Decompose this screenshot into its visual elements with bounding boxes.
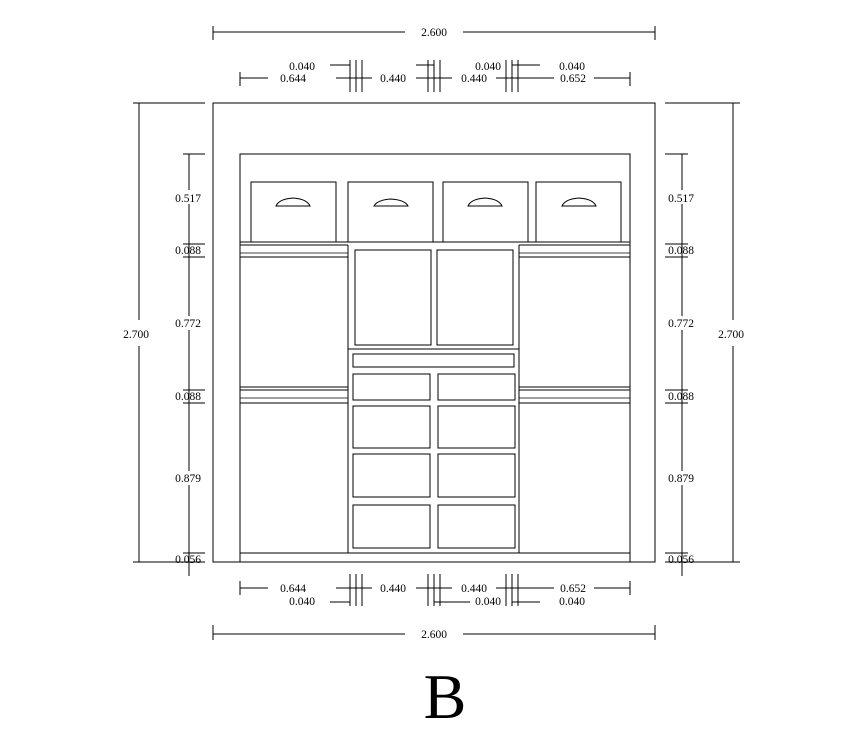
top-drawer-3 — [442, 181, 529, 243]
center-door-left — [354, 249, 432, 346]
bottom-lower-dim-2: 0.040 — [475, 596, 501, 608]
center-drawer-r2 — [437, 405, 516, 449]
left-dim-upper-section: 0.772 — [175, 318, 201, 330]
right-height-dimension: 2.700 — [665, 102, 744, 563]
left-height-label: 2.700 — [123, 329, 149, 341]
drawer-handle-icon — [467, 197, 503, 207]
bottom-upper-dim-3: 0.440 — [461, 583, 487, 595]
shelf-band-lower — [240, 386, 630, 404]
top-segment-dimensions: 0.040 0.040 0.040 0.644 0.440 0.440 0.65… — [239, 60, 631, 92]
top-total-dimension: 2.600 — [212, 26, 656, 40]
center-door-right — [436, 249, 514, 346]
bottom-lower-dim-3: 0.040 — [559, 596, 585, 608]
wall-opening-outline — [212, 102, 656, 563]
right-height-label: 2.700 — [718, 329, 744, 341]
cabinet — [212, 102, 656, 563]
right-dim-shelf-2: 0.088 — [668, 391, 694, 403]
top-lower-dim-4: 0.652 — [560, 73, 586, 85]
top-drawer-4 — [535, 181, 622, 243]
left-dim-lower-section: 0.879 — [175, 473, 201, 485]
left-row-dimensions: 0.517 0.088 0.772 0.088 0.879 0.056 — [170, 153, 206, 576]
bottom-total-label: 2.600 — [421, 629, 447, 641]
center-drawer-r3 — [437, 453, 516, 498]
left-dim-shelf-1: 0.088 — [175, 245, 201, 257]
top-drawer-1 — [250, 181, 337, 243]
bottom-upper-dim-4: 0.652 — [560, 583, 586, 595]
bottom-upper-dim-2: 0.440 — [380, 583, 406, 595]
top-lower-dim-2: 0.440 — [380, 73, 406, 85]
drawer-handle-icon — [373, 198, 409, 207]
left-height-dimension: 2.700 — [123, 102, 205, 563]
top-lower-dim-3: 0.440 — [461, 73, 487, 85]
bottom-total-dimension: 2.600 — [212, 625, 656, 641]
top-lower-dim-1: 0.644 — [280, 73, 306, 85]
right-row-dimensions: 0.517 0.088 0.772 0.088 0.879 0.056 — [664, 153, 700, 576]
top-total-label: 2.600 — [421, 27, 447, 39]
cabinet-body — [239, 153, 631, 563]
drawer-handle-icon — [561, 197, 597, 207]
top-drawer-2 — [347, 181, 434, 243]
center-drawer-l2 — [352, 405, 431, 449]
right-dim-upper-section: 0.772 — [668, 318, 694, 330]
left-dim-drawer-row: 0.517 — [175, 193, 201, 205]
drawer-handle-icon — [275, 197, 311, 207]
right-dim-plinth: 0.056 — [668, 554, 694, 566]
center-drawer-l4 — [352, 504, 431, 549]
center-drawer-r4 — [437, 504, 516, 549]
right-dim-drawer-row: 0.517 — [668, 193, 694, 205]
center-drawer-l1 — [352, 373, 431, 401]
right-dim-shelf-1: 0.088 — [668, 245, 694, 257]
bottom-segment-dimensions: 0.644 0.440 0.440 0.652 0.040 0.040 0.04… — [239, 574, 631, 608]
shelf-band-upper — [240, 241, 630, 258]
drawing-label: B — [424, 661, 467, 732]
center-drawer-r1 — [437, 373, 516, 401]
top-drawer-row — [250, 181, 622, 243]
left-dim-plinth: 0.056 — [175, 554, 201, 566]
center-drawer-l3 — [352, 453, 431, 498]
right-dim-lower-section: 0.879 — [668, 473, 694, 485]
left-dim-shelf-2: 0.088 — [175, 391, 201, 403]
bottom-upper-dim-1: 0.644 — [280, 583, 306, 595]
center-shallow-drawer — [352, 353, 515, 368]
bottom-lower-dim-1: 0.040 — [289, 596, 315, 608]
